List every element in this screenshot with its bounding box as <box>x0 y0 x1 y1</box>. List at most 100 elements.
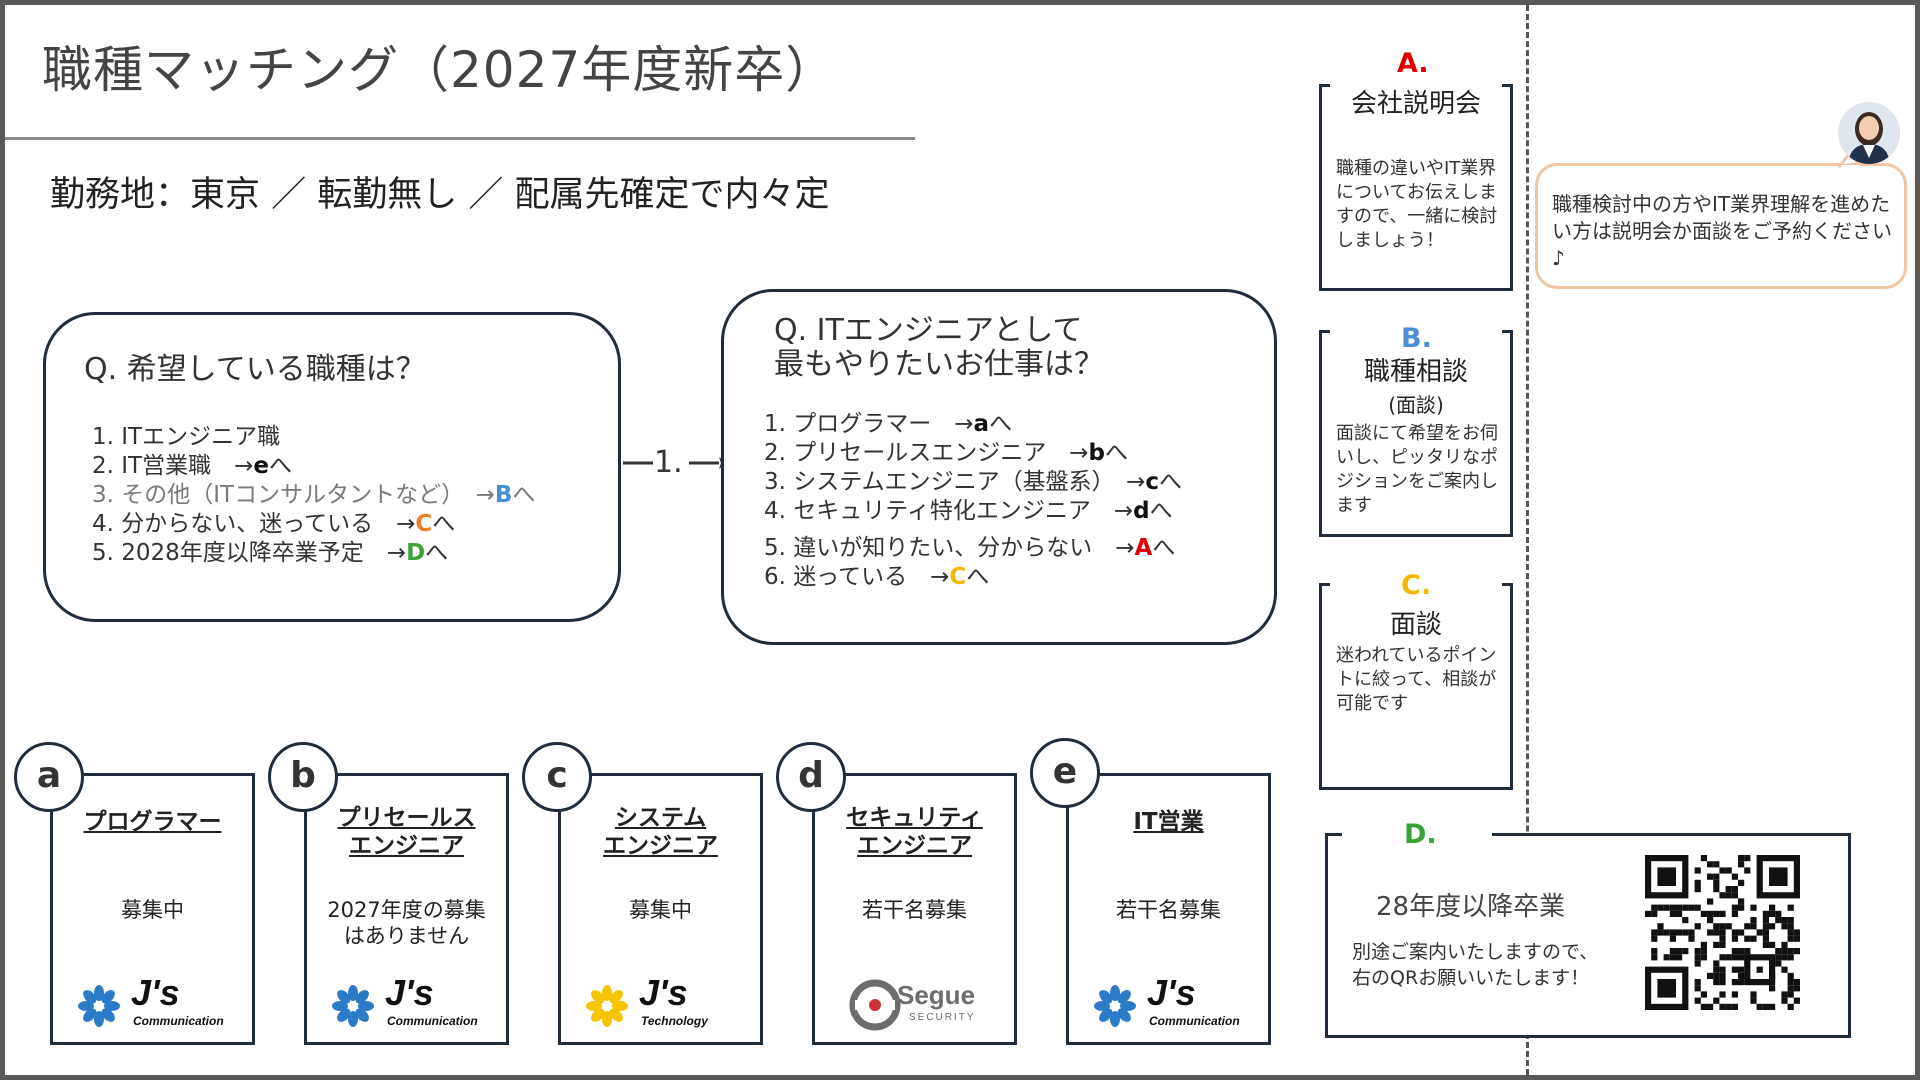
option-d-body-1: 別途ご案内いたしますので、 <box>1352 941 1599 963</box>
job-card-title-line2: エンジニア <box>349 833 464 859</box>
job-card-b: プリセールスエンジニア 2027年度の募集はありません J's Communica… <box>304 773 509 1045</box>
qr-code[interactable] <box>1645 855 1800 1010</box>
option-label: 2. プリセールスエンジニア → <box>764 440 1089 466</box>
option-target: A <box>1134 535 1153 561</box>
option-label: 2. IT営業職 → <box>92 453 254 479</box>
option-suffix: へ <box>989 411 1013 437</box>
option-a-letter: A. <box>1397 48 1429 79</box>
logo-subtext: Communication <box>387 1014 478 1028</box>
q1-option-4: 4. 分からない、迷っている →Cへ <box>92 510 455 539</box>
option-label: 1. プログラマー → <box>764 411 974 437</box>
q1-option-2: 2. IT営業職 →eへ <box>92 452 292 481</box>
work-conditions: 勤務地：東京 ／ 転勤無し ／ 配属先確定で内々定 <box>50 175 830 215</box>
option-b-body: 面談にて希望をお伺いし、ピッタリなポジションをご案内します <box>1336 423 1498 516</box>
job-card-title-line2: エンジニア <box>857 833 972 859</box>
company-logo: J's Technology <box>579 972 749 1034</box>
question-2-line1: Q. ITエンジニアとして <box>774 313 1083 348</box>
job-card-badge-a: a <box>14 742 84 812</box>
option-suffix: へ <box>1105 440 1128 466</box>
advisor-avatar <box>1838 102 1900 164</box>
job-card-e: IT営業若干名募集 J's Communication <box>1066 773 1271 1045</box>
option-target: e <box>253 453 269 479</box>
logo-wordmark: J's <box>131 972 180 1013</box>
job-card-status: 募集中 <box>629 898 692 922</box>
option-c-body: 迷われているポイントに絞って、相談が可能です <box>1336 645 1497 714</box>
option-suffix: へ <box>1152 535 1176 561</box>
option-label: 3. システムエンジニア（基盤系） → <box>764 469 1146 495</box>
job-card-a: プログラマー募集中 J's Communication <box>50 773 255 1045</box>
option-b-letter: B. <box>1401 323 1432 354</box>
option-target: a <box>973 411 990 437</box>
option-target: C <box>949 564 967 590</box>
job-card-title: プリセールス <box>337 805 476 831</box>
option-suffix: へ <box>268 453 292 479</box>
dashed-divider <box>1526 5 1529 1075</box>
job-card-d: セキュリティエンジニア若干名募集 Segue SECURITY <box>812 773 1017 1045</box>
flower-logo-icon <box>332 985 374 1027</box>
option-c-letter: C. <box>1401 570 1432 601</box>
option-label: 5. 違いが知りたい、分からない → <box>764 535 1135 561</box>
company-logo: J's Communication <box>71 972 241 1034</box>
job-card-status-line2: はありません <box>343 924 470 948</box>
logo-subtext: Communication <box>133 1014 224 1028</box>
option-b-heading: 職種相談 <box>1363 357 1468 387</box>
option-a-body: 職種の違いやIT業界についてお伝えしますので、一緒に検討しましょう！ <box>1336 158 1498 251</box>
speech-bubble-text: 職種検討中の方やIT業界理解を進めたい方は説明会か面談をご予約ください♪ <box>1552 192 1892 270</box>
option-suffix: へ <box>1158 469 1182 495</box>
option-target: b <box>1088 440 1105 466</box>
job-card-title: システム <box>614 805 707 831</box>
option-target: d <box>1133 498 1150 524</box>
question-1-text: Q. 希望している職種は？ <box>84 352 426 387</box>
option-label: 6. 迷っている → <box>764 564 950 590</box>
option-target: D <box>406 540 426 566</box>
option-a-box: 会社説明会 職種の違いやIT業界についてお伝えしますので、一緒に検討しましょう！ <box>1319 83 1513 291</box>
logo-subtext: Communication <box>1149 1014 1240 1028</box>
option-label: 4. 分からない、迷っている → <box>92 511 416 537</box>
option-c-heading: 面談 <box>1389 610 1442 640</box>
logo-wordmark: Segue <box>897 980 976 1010</box>
option-b-subheading: (面談) <box>1388 393 1444 417</box>
job-card-status: 若干名募集 <box>1116 898 1221 922</box>
title-rule <box>5 137 915 140</box>
q2-option-3: 3. システムエンジニア（基盤系） →cへ <box>764 468 1182 497</box>
option-suffix: へ <box>432 511 456 537</box>
q2-option-2: 2. プリセールスエンジニア →bへ <box>764 439 1128 468</box>
option-target: c <box>1145 469 1159 495</box>
logo-wordmark: J's <box>385 972 434 1013</box>
job-card-title: セキュリティ <box>846 805 983 831</box>
job-card-badge-d: d <box>776 742 846 812</box>
job-card-status: 若干名募集 <box>862 898 967 922</box>
logo-wordmark: J's <box>639 972 688 1013</box>
option-suffix: へ <box>512 482 536 508</box>
job-card-title-line2: エンジニア <box>603 833 718 859</box>
q2-option-1: 1. プログラマー →aへ <box>764 410 1012 439</box>
q1-option-1: 1. ITエンジニア職 <box>92 423 280 452</box>
option-label: 4. セキュリティ特化エンジニア → <box>764 498 1134 524</box>
option-c-box: 面談 迷われているポイントに絞って、相談が可能です <box>1319 582 1513 790</box>
logo-subtext: SECURITY <box>909 1012 976 1023</box>
option-label: 1. ITエンジニア職 <box>92 424 281 450</box>
job-card-badge-e: e <box>1030 738 1100 808</box>
job-card-title: プログラマー <box>83 809 222 835</box>
q1-option-5: 5. 2028年度以降卒業予定 →Dへ <box>92 539 448 568</box>
flower-logo-icon <box>586 985 628 1027</box>
q2-option-5: 5. 違いが知りたい、分からない →Aへ <box>764 534 1175 563</box>
question-2-line2: 最もやりたいお仕事は？ <box>774 347 1104 382</box>
job-card-status: 募集中 <box>121 898 184 922</box>
job-card-c: システムエンジニア募集中 J's Technology <box>558 773 763 1045</box>
option-target: C <box>415 511 433 537</box>
option-label: 5. 2028年度以降卒業予定 → <box>92 540 407 566</box>
job-card-status: 2027年度の募集 <box>327 898 486 922</box>
option-suffix: へ <box>966 564 990 590</box>
speech-bubble: 職種検討中の方やIT業界理解を進めたい方は説明会か面談をご予約ください♪ <box>1535 163 1907 289</box>
option-label: 3. その他（ITコンサルタントなど） → <box>92 482 495 508</box>
option-d-heading: 28年度以降卒業 <box>1376 892 1566 922</box>
option-d-letter: D. <box>1404 819 1437 850</box>
job-card-badge-b: b <box>268 742 338 812</box>
option-a-heading: 会社説明会 <box>1350 89 1481 119</box>
flower-logo-icon <box>78 985 120 1027</box>
option-target: B <box>494 482 513 508</box>
